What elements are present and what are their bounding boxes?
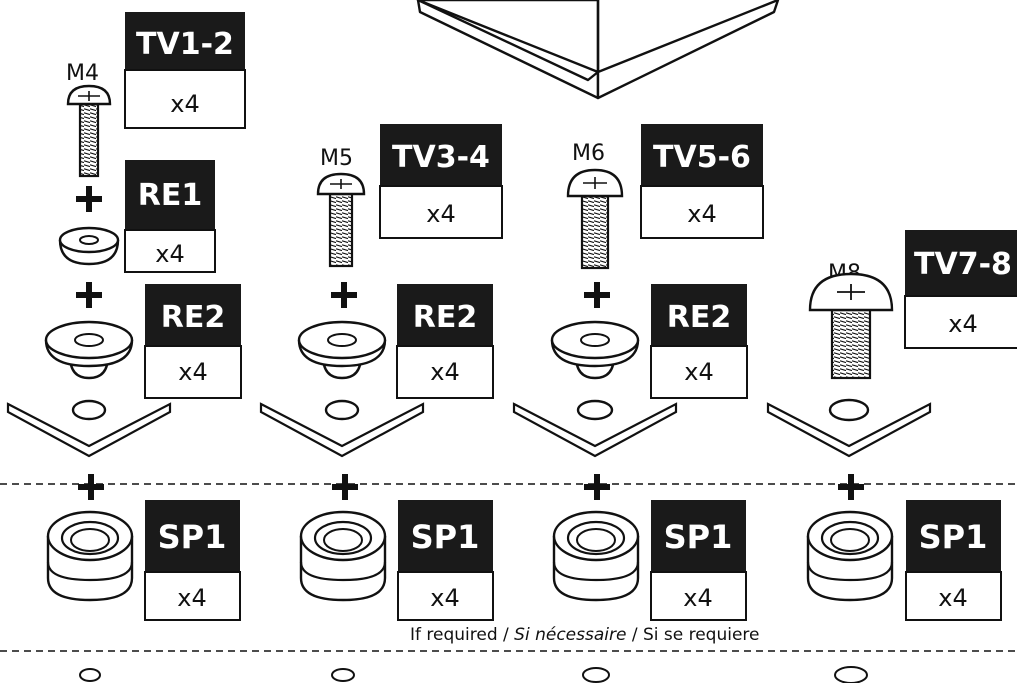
svg-text:SP1: SP1 xyxy=(158,518,227,556)
svg-text:RE1: RE1 xyxy=(138,178,202,213)
hole-icon xyxy=(834,666,868,683)
svg-text:TV7-8: TV7-8 xyxy=(914,247,1012,282)
svg-text:x4: x4 xyxy=(430,358,459,386)
label-sp1: SP1 x4 xyxy=(144,500,241,621)
svg-text:x4: x4 xyxy=(170,90,199,118)
svg-text:TV1-2: TV1-2 xyxy=(136,27,234,62)
label-tv3-4: TV3-4 x4 xyxy=(379,124,503,239)
plus-icon xyxy=(331,282,357,308)
label-tv7-8: TV7-8 x4 xyxy=(904,230,1017,349)
hole-icon xyxy=(79,668,101,682)
screw-m5-icon xyxy=(316,172,366,268)
svg-text:x4: x4 xyxy=(430,584,459,612)
label-tv5-6: TV5-6 x4 xyxy=(640,124,764,239)
svg-text:x4: x4 xyxy=(178,358,207,386)
label-sp1: SP1 x4 xyxy=(905,500,1002,621)
washer-re1-icon xyxy=(58,226,120,266)
svg-text:TV3-4: TV3-4 xyxy=(392,140,490,175)
svg-text:SP1: SP1 xyxy=(664,518,733,556)
svg-text:x4: x4 xyxy=(177,584,206,612)
label-re2: RE2 x4 xyxy=(650,284,748,399)
spacer-washer-re2-icon xyxy=(297,320,387,380)
spacer-sp1-icon xyxy=(299,510,387,602)
svg-text:RE2: RE2 xyxy=(667,300,731,335)
if-required-note: If required / Si nécessaire / Si se requ… xyxy=(410,625,760,645)
spacer-sp1-icon xyxy=(46,510,134,602)
column-m5: M5 TV3-4 x4 RE2 x4 xyxy=(259,124,503,682)
svg-text:x4: x4 xyxy=(948,310,977,338)
label-re2: RE2 x4 xyxy=(144,284,242,399)
label-re1: RE1 x4 xyxy=(124,160,216,273)
svg-text:TV5-6: TV5-6 xyxy=(653,140,751,175)
svg-text:x4: x4 xyxy=(684,358,713,386)
screw-m6-icon xyxy=(566,168,624,270)
mounting-plate-icon xyxy=(259,399,425,458)
label-sp1: SP1 x4 xyxy=(397,500,494,621)
spacer-washer-re2-icon xyxy=(550,320,640,380)
screw-m4-icon xyxy=(66,84,112,178)
svg-text:x4: x4 xyxy=(426,200,455,228)
spacer-washer-re2-icon xyxy=(44,320,134,380)
mounting-plate-icon xyxy=(6,399,172,458)
plus-icon xyxy=(332,474,358,500)
spacer-sp1-icon xyxy=(806,510,894,602)
tv-box-corner xyxy=(416,0,780,100)
svg-text:x4: x4 xyxy=(938,584,967,612)
plus-icon xyxy=(76,282,102,308)
plus-icon xyxy=(76,186,102,212)
mounting-plate-icon xyxy=(766,398,932,458)
column-m4: M4 TV1-2 x4 RE1 x4 xyxy=(6,12,246,682)
screw-size-label: M4 xyxy=(66,61,99,86)
mounting-plate-icon xyxy=(512,399,678,458)
column-m8: M8 TV7-8 x4 SP1 x4 xyxy=(766,230,1017,683)
column-m6: M6 TV5-6 x4 RE2 x4 xyxy=(512,124,764,683)
svg-text:SP1: SP1 xyxy=(919,518,988,556)
screw-m8-icon xyxy=(808,272,894,380)
svg-text:x4: x4 xyxy=(687,200,716,228)
spacer-sp1-icon xyxy=(552,510,640,602)
svg-text:RE2: RE2 xyxy=(413,300,477,335)
screw-size-label: M6 xyxy=(572,141,605,166)
hole-icon xyxy=(331,668,355,682)
plus-icon xyxy=(838,474,864,500)
plus-icon xyxy=(78,474,104,500)
screw-size-label: M5 xyxy=(320,146,353,171)
svg-text:SP1: SP1 xyxy=(411,518,480,556)
hole-icon xyxy=(582,667,610,683)
svg-text:RE2: RE2 xyxy=(161,300,225,335)
svg-text:x4: x4 xyxy=(155,240,184,268)
plus-icon xyxy=(584,282,610,308)
svg-text:x4: x4 xyxy=(683,584,712,612)
plus-icon xyxy=(584,474,610,500)
label-re2: RE2 x4 xyxy=(396,284,494,399)
label-tv1-2: TV1-2 x4 xyxy=(124,12,246,129)
label-sp1: SP1 x4 xyxy=(650,500,747,621)
